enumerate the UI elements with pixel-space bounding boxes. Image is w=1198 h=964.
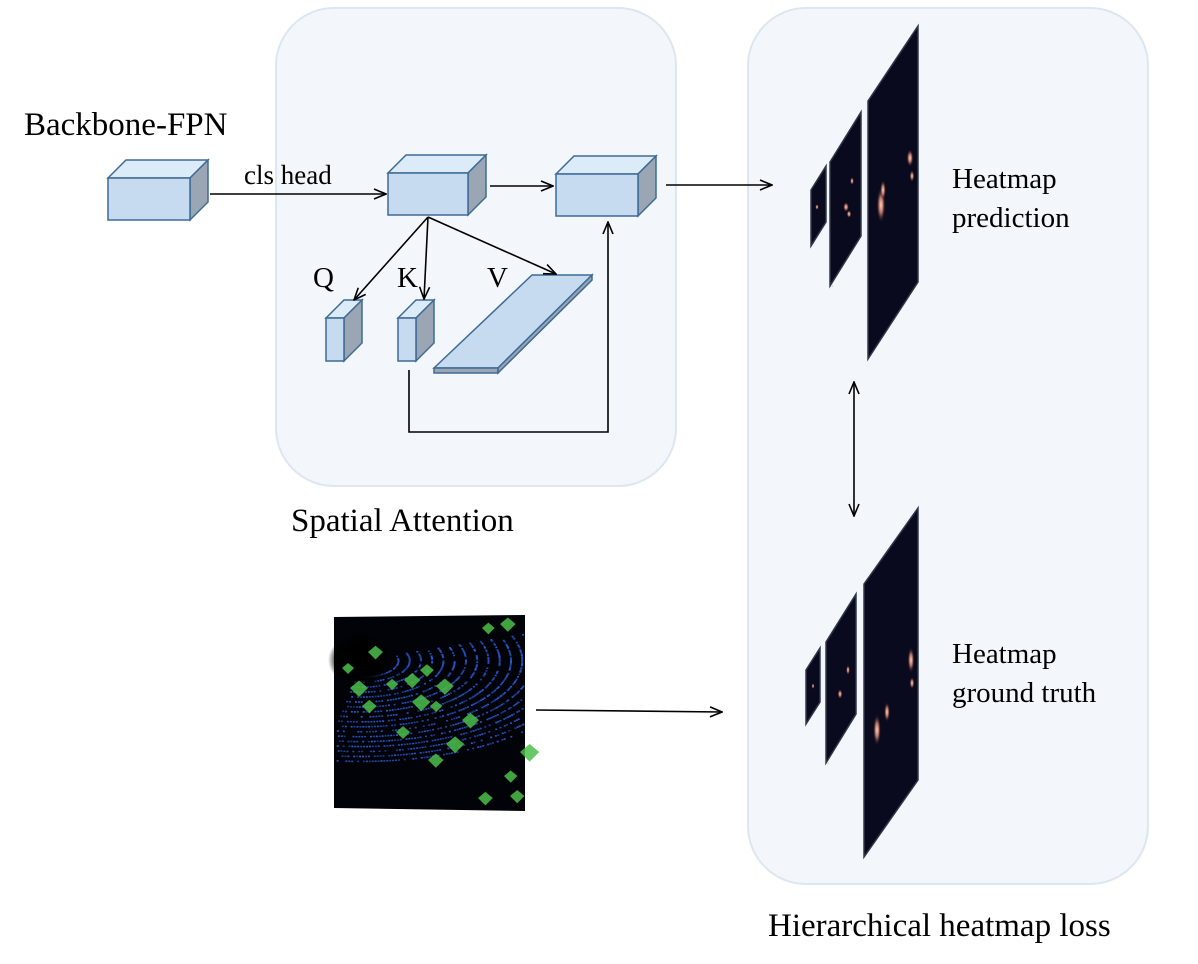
hierarchical-loss-panel — [747, 7, 1149, 885]
k-label: K — [397, 262, 418, 294]
heatmap-prediction-label-line1: Heatmap — [952, 163, 1057, 195]
ground-truth-level-large — [863, 505, 919, 860]
backbone-feature-box — [106, 158, 210, 222]
spatial-attention-label: Spatial Attention — [291, 503, 514, 539]
backbone-label: Backbone-FPN — [24, 107, 228, 143]
query-box — [324, 298, 364, 363]
spatial-attention-panel — [275, 7, 677, 487]
heatmap-ground-truth-label-line2: ground truth — [952, 677, 1097, 709]
prediction-level-large — [867, 23, 919, 362]
attention-arrows — [210, 185, 854, 712]
heatmap-ground-truth-label-line1: Heatmap — [952, 638, 1057, 670]
ground-truth-level-small — [805, 645, 821, 727]
attention-output-box — [554, 154, 658, 218]
heatmap-ground-truth-stack — [805, 505, 919, 860]
cls-head-label: cls head — [244, 160, 332, 190]
v-label: V — [487, 262, 508, 294]
lidar-object-boxes — [342, 617, 540, 806]
hierarchical-loss-label: Hierarchical heatmap loss — [768, 908, 1111, 944]
heatmap-prediction-stack — [810, 23, 919, 362]
cls-head-feature-box — [386, 153, 488, 217]
ground-truth-level-medium — [825, 591, 857, 766]
key-box — [396, 298, 436, 363]
prediction-level-medium — [829, 109, 862, 289]
lidar-point-cloud-image — [328, 615, 540, 811]
q-label: Q — [313, 262, 334, 294]
value-slab — [432, 273, 594, 375]
prediction-level-small — [810, 163, 827, 249]
heatmap-prediction-label-line2: prediction — [952, 202, 1070, 234]
